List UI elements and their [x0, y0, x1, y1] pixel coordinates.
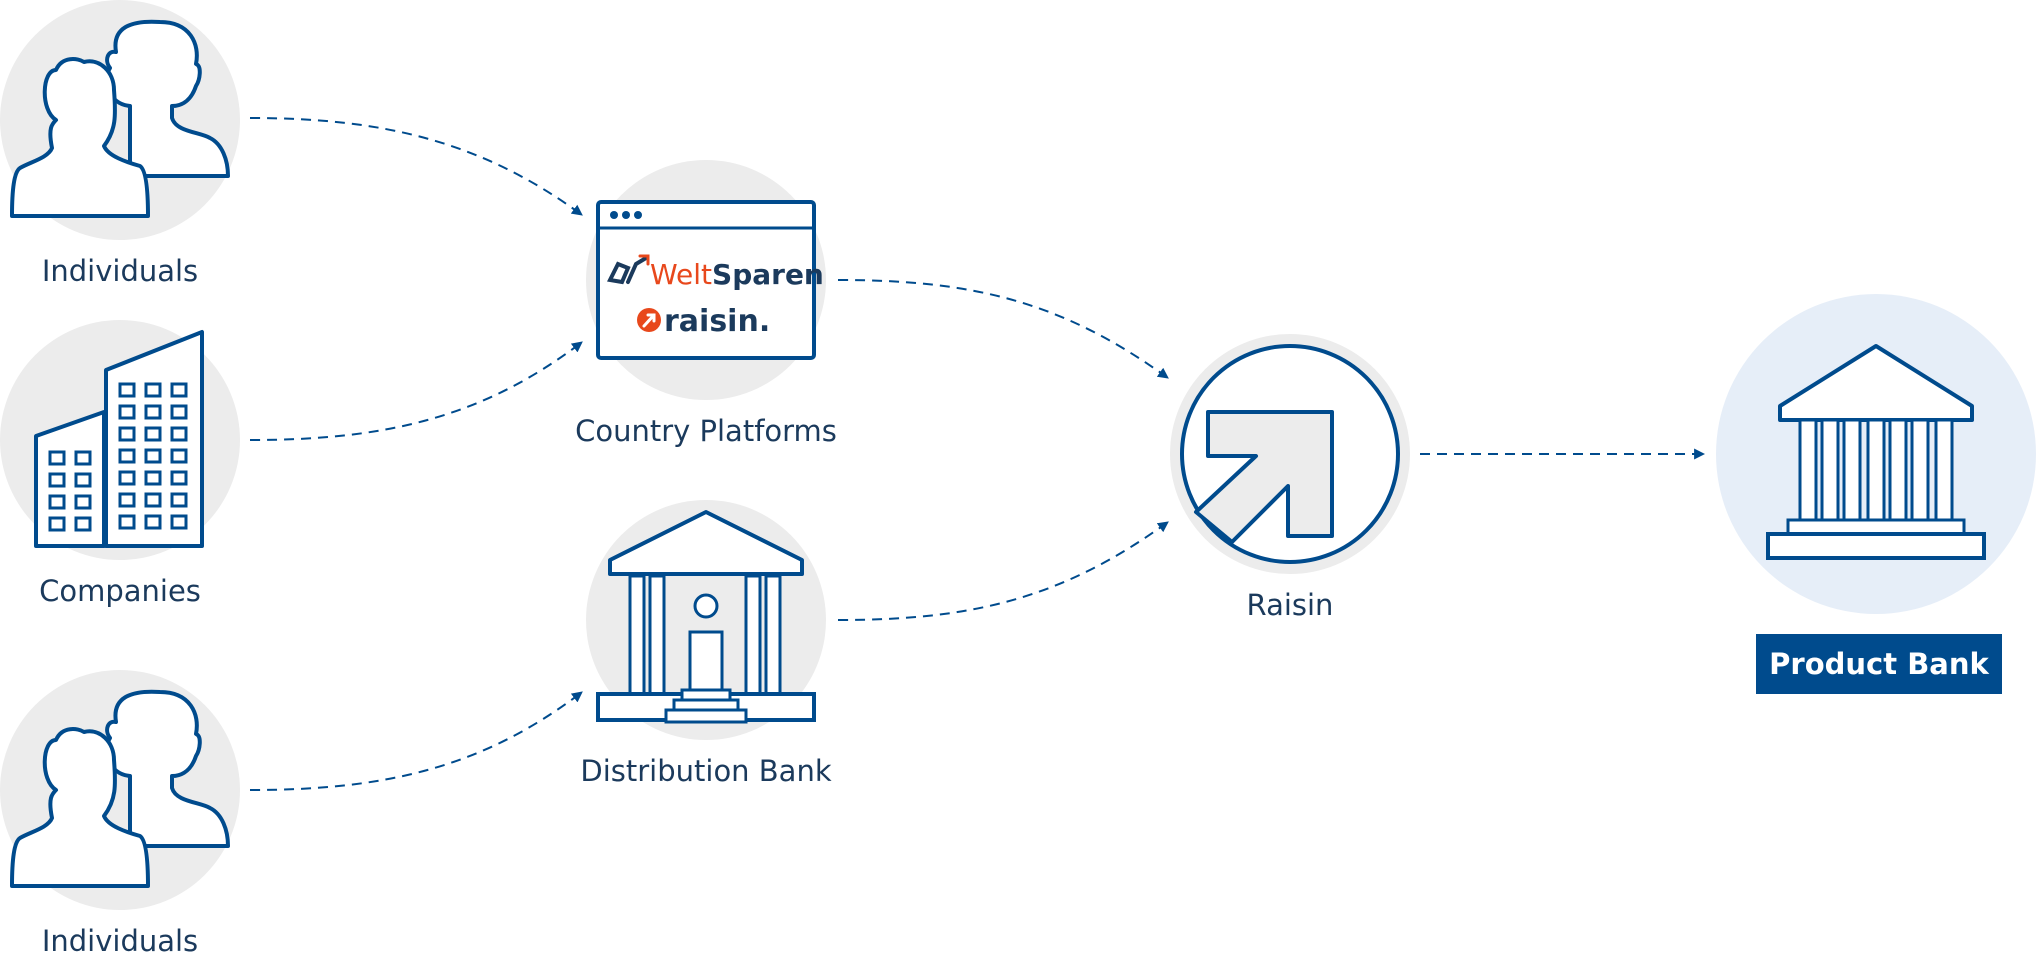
distribution-bank-label: Distribution Bank — [580, 754, 832, 788]
arrow-individuals-to-distribution-bank — [249, 691, 583, 791]
buildings-icon — [34, 330, 204, 548]
arrow-companies-to-platforms — [249, 341, 583, 441]
product-bank-badge: Product Bank — [1756, 634, 2002, 694]
arrow-platforms-to-raisin — [837, 279, 1169, 379]
raisin-arrow-icon — [1180, 344, 1400, 564]
arrow-individuals-to-platforms — [249, 117, 583, 216]
product-bank-icon — [1766, 344, 1986, 560]
individuals-bottom-label: Individuals — [41, 924, 199, 958]
country-platforms-label: Country Platforms — [575, 414, 837, 448]
raisin-logo-text: raisin. — [664, 304, 770, 339]
companies-label: Companies — [39, 574, 201, 608]
arrow-distribution-bank-to-raisin — [837, 521, 1169, 621]
weltsparen-logo-part: Sparen — [712, 258, 824, 291]
raisin-logo-icon — [637, 308, 661, 332]
raisin-label: Raisin — [1246, 588, 1334, 622]
weltsparen-logo: WeltSparen — [650, 258, 824, 291]
weltsparen-logo-part: Welt — [650, 258, 712, 291]
individuals-top-label: Individuals — [41, 254, 199, 288]
weltsparen-logo-icon — [607, 254, 650, 285]
bank-icon — [596, 510, 816, 724]
